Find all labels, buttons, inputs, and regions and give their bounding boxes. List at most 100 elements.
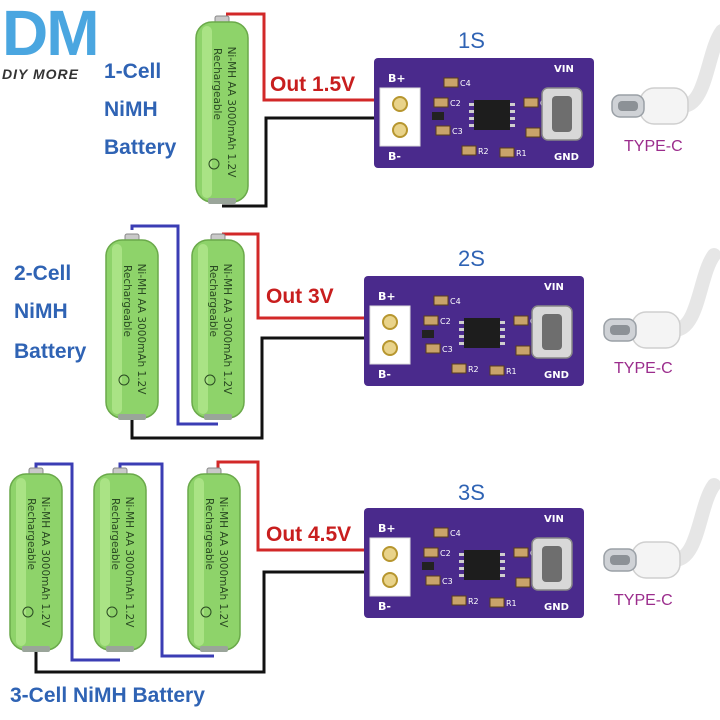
chip-pin [459,567,464,570]
smd-component [489,597,505,608]
section-3-charger-board: B+B-C2C3C1R3R2R1C4VINGND [364,508,584,618]
section-2-usb-cable [603,248,720,349]
silk-c3: C3 [442,345,453,354]
chip-pin [510,117,515,120]
smd-component [515,345,531,356]
chip-pin [510,110,515,113]
chip-pin [500,567,505,570]
chip-pin [510,103,515,106]
recycle-icon [200,606,212,618]
smd-component [451,363,467,374]
silk-gnd: GND [554,152,579,163]
section-3-label: 3-Cell NiMH Battery [10,684,205,707]
silk-r1: R1 [506,367,517,376]
battery-spec-text: Ni-MH AA 3000mAh 1.2V [221,264,233,396]
smd-component [461,145,477,156]
chip-pin [500,335,505,338]
battery-highlight [100,478,110,646]
silk-r2: R2 [478,147,489,156]
battery-rechargeable-text: Rechargeable [203,498,215,570]
chip-pin [500,321,505,324]
silk-c2: C2 [450,99,461,108]
controller-chip [474,100,510,130]
smd-component [433,295,449,306]
section-1-usb-cable [611,24,720,125]
battery-spec-text: Ni-MH AA 3000mAh 1.2V [39,497,51,629]
smd-component [523,97,539,108]
battery-highlight [112,244,122,414]
brand-tagline: DIY MORE [2,66,79,82]
battery-negative-terminal [200,646,228,652]
silk-c2: C2 [440,549,451,558]
section-3-config: 3S [458,480,485,505]
battery-spec-text: Ni-MH AA 3000mAh 1.2V [123,497,135,629]
usb-c-receptacle-opening [552,96,572,132]
section-3-output: Out 4.5V [266,523,352,546]
silk-vin: VIN [544,514,564,525]
smd-component [425,575,441,586]
silk-b-minus: B- [378,368,391,381]
chip-pin [459,560,464,563]
usb-c-plug-contacts [618,101,638,111]
smd-component [499,147,515,158]
usb-c-plug-contacts [610,555,630,565]
smd-component [433,97,449,108]
section-3-usb-cable [603,478,720,579]
section-2-label-line-1: 2-Cell [14,262,72,285]
cables-layer [603,24,720,579]
usb-cable-cord [667,248,720,337]
battery-negative-terminal [22,646,50,652]
battery-negative-terminal [118,414,146,420]
led [422,330,434,338]
battery-rechargeable-text: Rechargeable [207,265,219,337]
brand-logo: DM DIY MORE [2,0,152,84]
recycle-icon [22,606,34,618]
smd-component [423,547,439,558]
chip-pin [510,124,515,127]
chip-pin [469,117,474,120]
section-1-connector-label: TYPE-C [624,138,683,155]
smd-component [515,577,531,588]
section-2-config: 2S [458,246,485,271]
battery-spec-text: Ni-MH AA 3000mAh 1.2V [135,264,147,396]
section-2-negative-wire [130,336,392,440]
chip-pin [459,328,464,331]
smd-component [513,547,529,558]
smd-component [433,527,449,538]
silk-c2: C2 [440,317,451,326]
smd-component [443,77,459,88]
battery-spec-text: Ni-MH AA 3000mAh 1.2V [217,497,229,629]
chip-pin [469,103,474,106]
silk-b-plus: B+ [378,522,396,535]
recycle-icon [118,374,130,386]
chip-pin [469,124,474,127]
smd-component [425,343,441,354]
battery-highlight [198,244,208,414]
section-2-connector-label: TYPE-C [614,360,673,377]
section-2-series-link [130,224,218,426]
b-plus-pad [382,314,398,330]
b-minus-pad [392,122,408,138]
usb-c-plug-housing [639,87,689,125]
usb-c-receptacle-opening [542,546,562,582]
chip-pin [459,342,464,345]
section-1-label-line-1: 1-Cell [104,60,162,83]
battery-negative-terminal [208,198,236,204]
chip-pin [500,553,505,556]
chip-pin [500,342,505,345]
usb-cable-cord [667,478,720,567]
battery-rechargeable-text: Rechargeable [121,265,133,337]
b-minus-pad [382,340,398,356]
battery-rechargeable-text: Rechargeable [211,48,223,120]
section-2-output: Out 3V [266,285,334,308]
section-3-series-link-2 [118,462,214,658]
section-2-label-line-3: Battery [14,340,87,363]
silk-b-plus: B+ [388,72,406,85]
b-minus-pad [382,572,398,588]
smd-component [451,595,467,606]
section-3-series-link-1 [34,462,120,662]
silk-r2: R2 [468,597,479,606]
